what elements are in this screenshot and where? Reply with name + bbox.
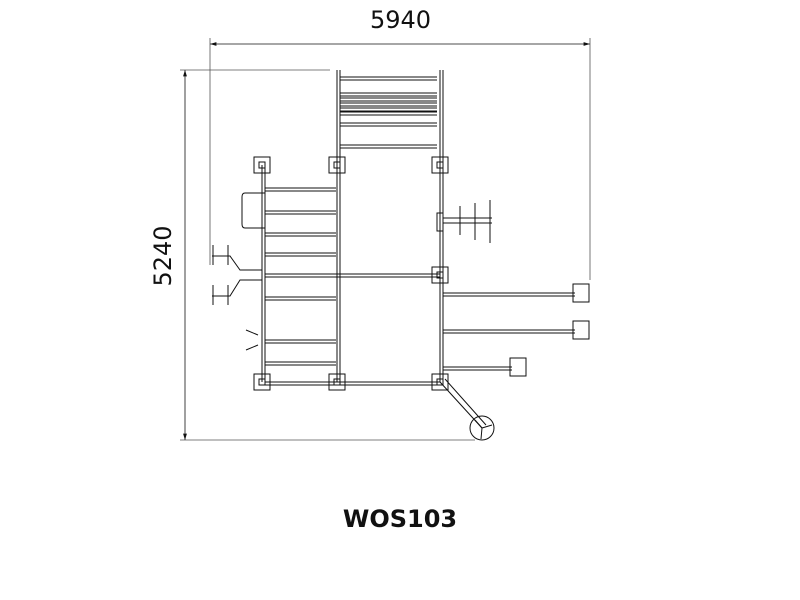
rack-bar <box>443 217 492 224</box>
post-cap <box>333 161 341 169</box>
base-plate <box>328 373 346 391</box>
diagonal-bar <box>439 378 487 429</box>
base-plate <box>328 156 346 174</box>
base-plate <box>431 266 449 284</box>
anchor-plate <box>572 320 590 340</box>
anchor-plate <box>509 357 527 377</box>
base-plate <box>253 373 271 391</box>
post-cap <box>258 378 266 386</box>
post-cap <box>436 378 444 386</box>
bracket <box>436 212 444 232</box>
handle-bar <box>241 192 265 229</box>
dimension-lines <box>180 38 591 441</box>
hand-grip <box>245 329 259 351</box>
model-title: WOS103 <box>342 505 458 533</box>
post-cap <box>436 271 444 279</box>
wheel <box>469 415 495 441</box>
pedal-arm <box>212 255 262 297</box>
post-cap <box>333 378 341 386</box>
wheel-spokes <box>474 419 493 440</box>
anchor-plate <box>572 283 590 303</box>
base-plate <box>431 156 449 174</box>
base-plate <box>253 156 271 174</box>
height-label: 5240 <box>149 225 177 287</box>
post-cap <box>436 161 444 169</box>
equipment-structure <box>212 70 590 441</box>
post-cap <box>258 161 266 169</box>
width-label: 5940 <box>370 6 432 34</box>
